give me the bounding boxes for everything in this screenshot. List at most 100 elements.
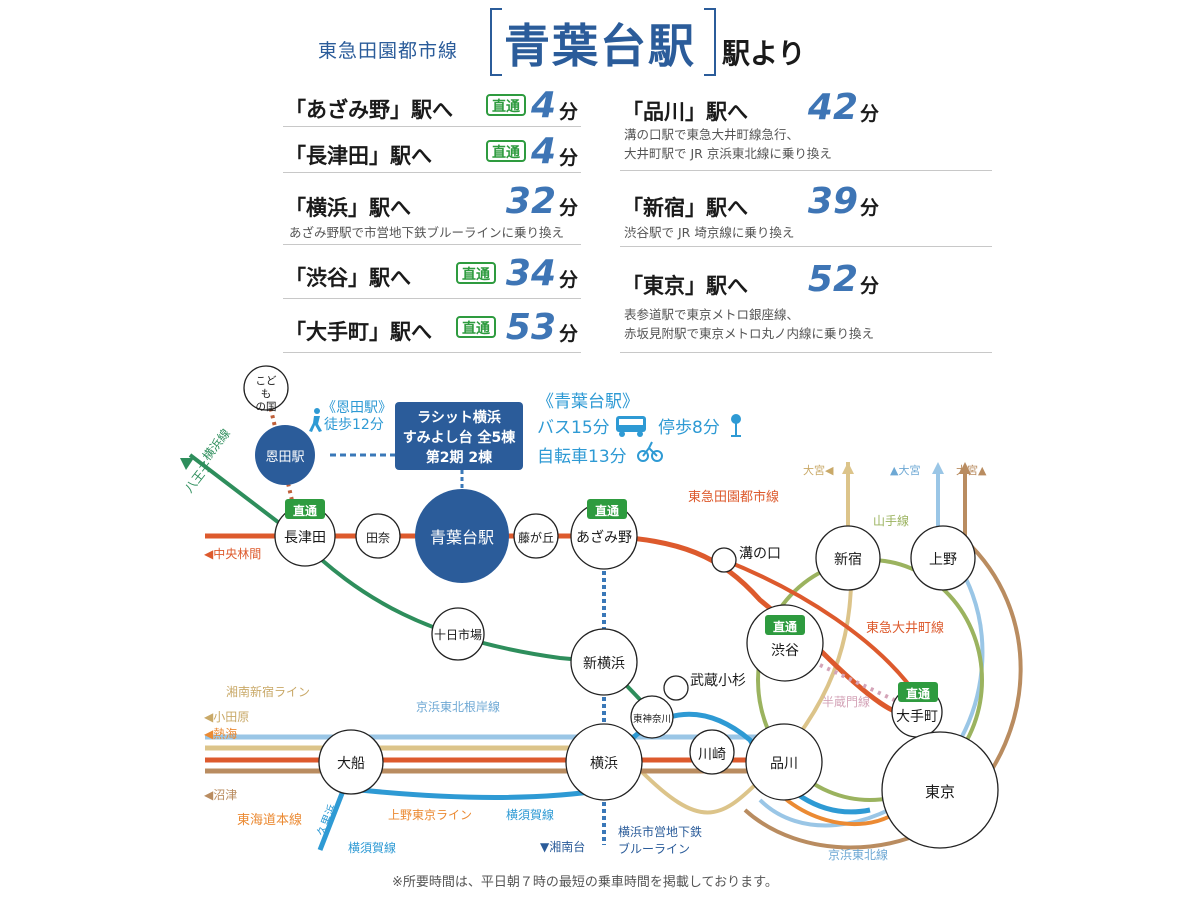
station-tana[interactable]: [355, 513, 401, 559]
label-omiya-2: ▲大宮: [890, 464, 921, 477]
station-higashikanagawa[interactable]: [630, 695, 674, 739]
label-keihin-tohoku: 京浜東北線: [828, 848, 889, 862]
label-omiya-3-text: 大宮: [956, 464, 978, 477]
label-tana: 田奈: [365, 531, 390, 545]
route-row-tokyo: 「東京」駅へ 52 分 表参道駅で東京メトロ銀座線、 赤坂見附駅で東京メトロ丸ノ…: [620, 248, 992, 353]
route-dest: 「大手町」駅へ: [285, 320, 432, 344]
route-minutes: 32: [505, 181, 556, 222]
label-blue-1: 横浜市営地下鉄: [618, 825, 703, 839]
route-minutes: 34: [505, 253, 556, 294]
label-higashikanagawa: 東神奈川: [632, 714, 671, 725]
label-numazu-text: 沼津: [213, 788, 238, 802]
route-minutes: 42: [807, 87, 858, 128]
route-unit: 分: [559, 269, 579, 291]
route-note: 大井町駅で JR 京浜東北線に乗り換え: [624, 146, 832, 161]
route-row-shinagawa: 「品川」駅へ 42 分 溝の口駅で東急大井町線急行、 大井町駅で JR 京浜東北…: [620, 88, 992, 171]
route-row-yokohama: 「横浜」駅へ 32 分 あざみ野駅で市営地下鉄ブルーラインに乗り換え: [283, 174, 581, 245]
station-shinagawa[interactable]: [745, 723, 823, 801]
bracket-right: [704, 8, 716, 76]
label-kodomo-2: の国: [255, 401, 277, 413]
arrow-omiya-2: [932, 462, 944, 474]
route-unit: 分: [559, 101, 579, 123]
bus-stop-icon: [731, 414, 741, 437]
line-arrows: [842, 462, 971, 474]
station-mizonokuchi[interactable]: [711, 547, 737, 573]
station-ueno[interactable]: [910, 525, 976, 591]
route-note: あざみ野駅で市営地下鉄ブルーラインに乗り換え: [289, 225, 565, 240]
route-note: 赤坂見附駅で東京メトロ丸ノ内線に乗り換え: [624, 326, 875, 341]
station-shinyokohama[interactable]: [570, 628, 638, 696]
property-line1: ラシット横浜: [417, 410, 501, 426]
route-dest: 「あざみ野」駅へ: [285, 98, 453, 122]
direct-badge: 直通: [456, 316, 496, 338]
map-direct-nagatsuta: 直通: [292, 504, 317, 518]
route-dest: 「品川」駅へ: [622, 100, 748, 124]
station-ofuna[interactable]: [318, 729, 384, 795]
arrow-omiya-1: [842, 462, 854, 474]
route-unit: 分: [860, 275, 880, 297]
station-onda[interactable]: [255, 425, 315, 485]
route-minutes: 52: [807, 259, 858, 300]
label-fujigaoka: 藤が丘: [517, 531, 554, 545]
access-aoba-bus: バス15分: [537, 418, 610, 438]
label-shinagawa: 品川: [770, 756, 798, 772]
label-shibuya: 渋谷: [771, 643, 799, 659]
label-kodomo: こども の国: [251, 375, 281, 414]
station-musashikosugi[interactable]: [663, 675, 689, 701]
direct-badge-azamino: [587, 499, 627, 519]
label-ueno-tokyo: 上野東京ライン: [388, 808, 473, 822]
access-aoba-stop: 停歩8分: [658, 418, 720, 438]
station-fujigaoka[interactable]: [513, 513, 559, 559]
label-tokaichiba: 十日市場: [433, 628, 482, 642]
route-minutes: 4: [530, 131, 556, 172]
arrow-hachioji: [180, 458, 194, 470]
label-atami: ◀熱海: [204, 727, 238, 741]
direct-badge: 直通: [456, 262, 496, 284]
direct-badge: 直通: [486, 94, 526, 116]
bicycle-icon: [637, 441, 663, 462]
route-unit: 分: [559, 197, 579, 219]
map-direct-shibuya: 直通: [772, 620, 797, 634]
route-row-azamino: 「あざみ野」駅へ 直通 4 分: [283, 88, 581, 127]
route-row-nagatsuta: 「長津田」駅へ 直通 4 分: [283, 128, 581, 173]
route-row-otemachi: 「大手町」駅へ 直通 53 分: [283, 300, 581, 353]
map-direct-otemachi: 直通: [905, 687, 930, 701]
route-dest: 「横浜」駅へ: [285, 196, 411, 220]
label-yokohama: 横浜: [590, 756, 618, 772]
station-shinjuku[interactable]: [815, 525, 881, 591]
route-note: 渋谷駅で JR 埼京線に乗り換え: [624, 225, 795, 240]
station-kodomo[interactable]: [243, 365, 289, 411]
walk-icon: [309, 408, 322, 432]
label-negishi: 京浜東北根岸線: [416, 700, 501, 714]
access-onda-walk: 徒歩12分: [324, 417, 384, 433]
label-odawara: ◀小田原: [204, 710, 250, 724]
station-markers: [243, 365, 999, 849]
station-yokohama[interactable]: [565, 723, 643, 801]
access-aoba-bike: 自転車13分: [537, 447, 627, 467]
label-musashikosugi: 武蔵小杉: [690, 673, 746, 689]
label-hanzomon: 半蔵門線: [822, 695, 871, 709]
route-row-shinjuku: 「新宿」駅へ 39 分 渋谷駅で JR 埼京線に乗り換え: [620, 172, 992, 247]
label-yokosuka-1: 横須賀線: [506, 808, 555, 822]
label-omiya-2-text: 大宮: [898, 464, 921, 477]
label-azamino: あざみ野: [576, 530, 632, 546]
label-onda: 恩田駅: [265, 450, 305, 465]
label-yokosuka-2: 横須賀線: [348, 841, 397, 855]
station-tokyo[interactable]: [881, 731, 999, 849]
direct-badge: 直通: [486, 140, 526, 162]
property-box: [395, 402, 523, 470]
route-row-shibuya: 「渋谷」駅へ 直通 34 分: [283, 246, 581, 299]
label-shinyokohama: 新横浜: [583, 656, 625, 672]
label-chuo-rinkan: ◀中央林間: [204, 547, 262, 561]
station-aobadai[interactable]: [415, 489, 509, 583]
label-shonandai-text: 湘南台: [549, 840, 586, 854]
line-name: 東急田園都市線: [318, 40, 459, 62]
map-direct-azamino: 直通: [594, 504, 619, 518]
route-dest: 「渋谷」駅へ: [285, 266, 411, 290]
station-kawasaki[interactable]: [689, 729, 735, 775]
label-blue-2: ブルーライン: [618, 842, 691, 856]
route-unit: 分: [860, 197, 880, 219]
footnote: ※所要時間は、平日朝７時の最短の乗車時間を掲載しております。: [392, 875, 778, 890]
station-tokaichiba[interactable]: [431, 607, 485, 661]
route-note: 溝の口駅で東急大井町線急行、: [624, 127, 800, 142]
